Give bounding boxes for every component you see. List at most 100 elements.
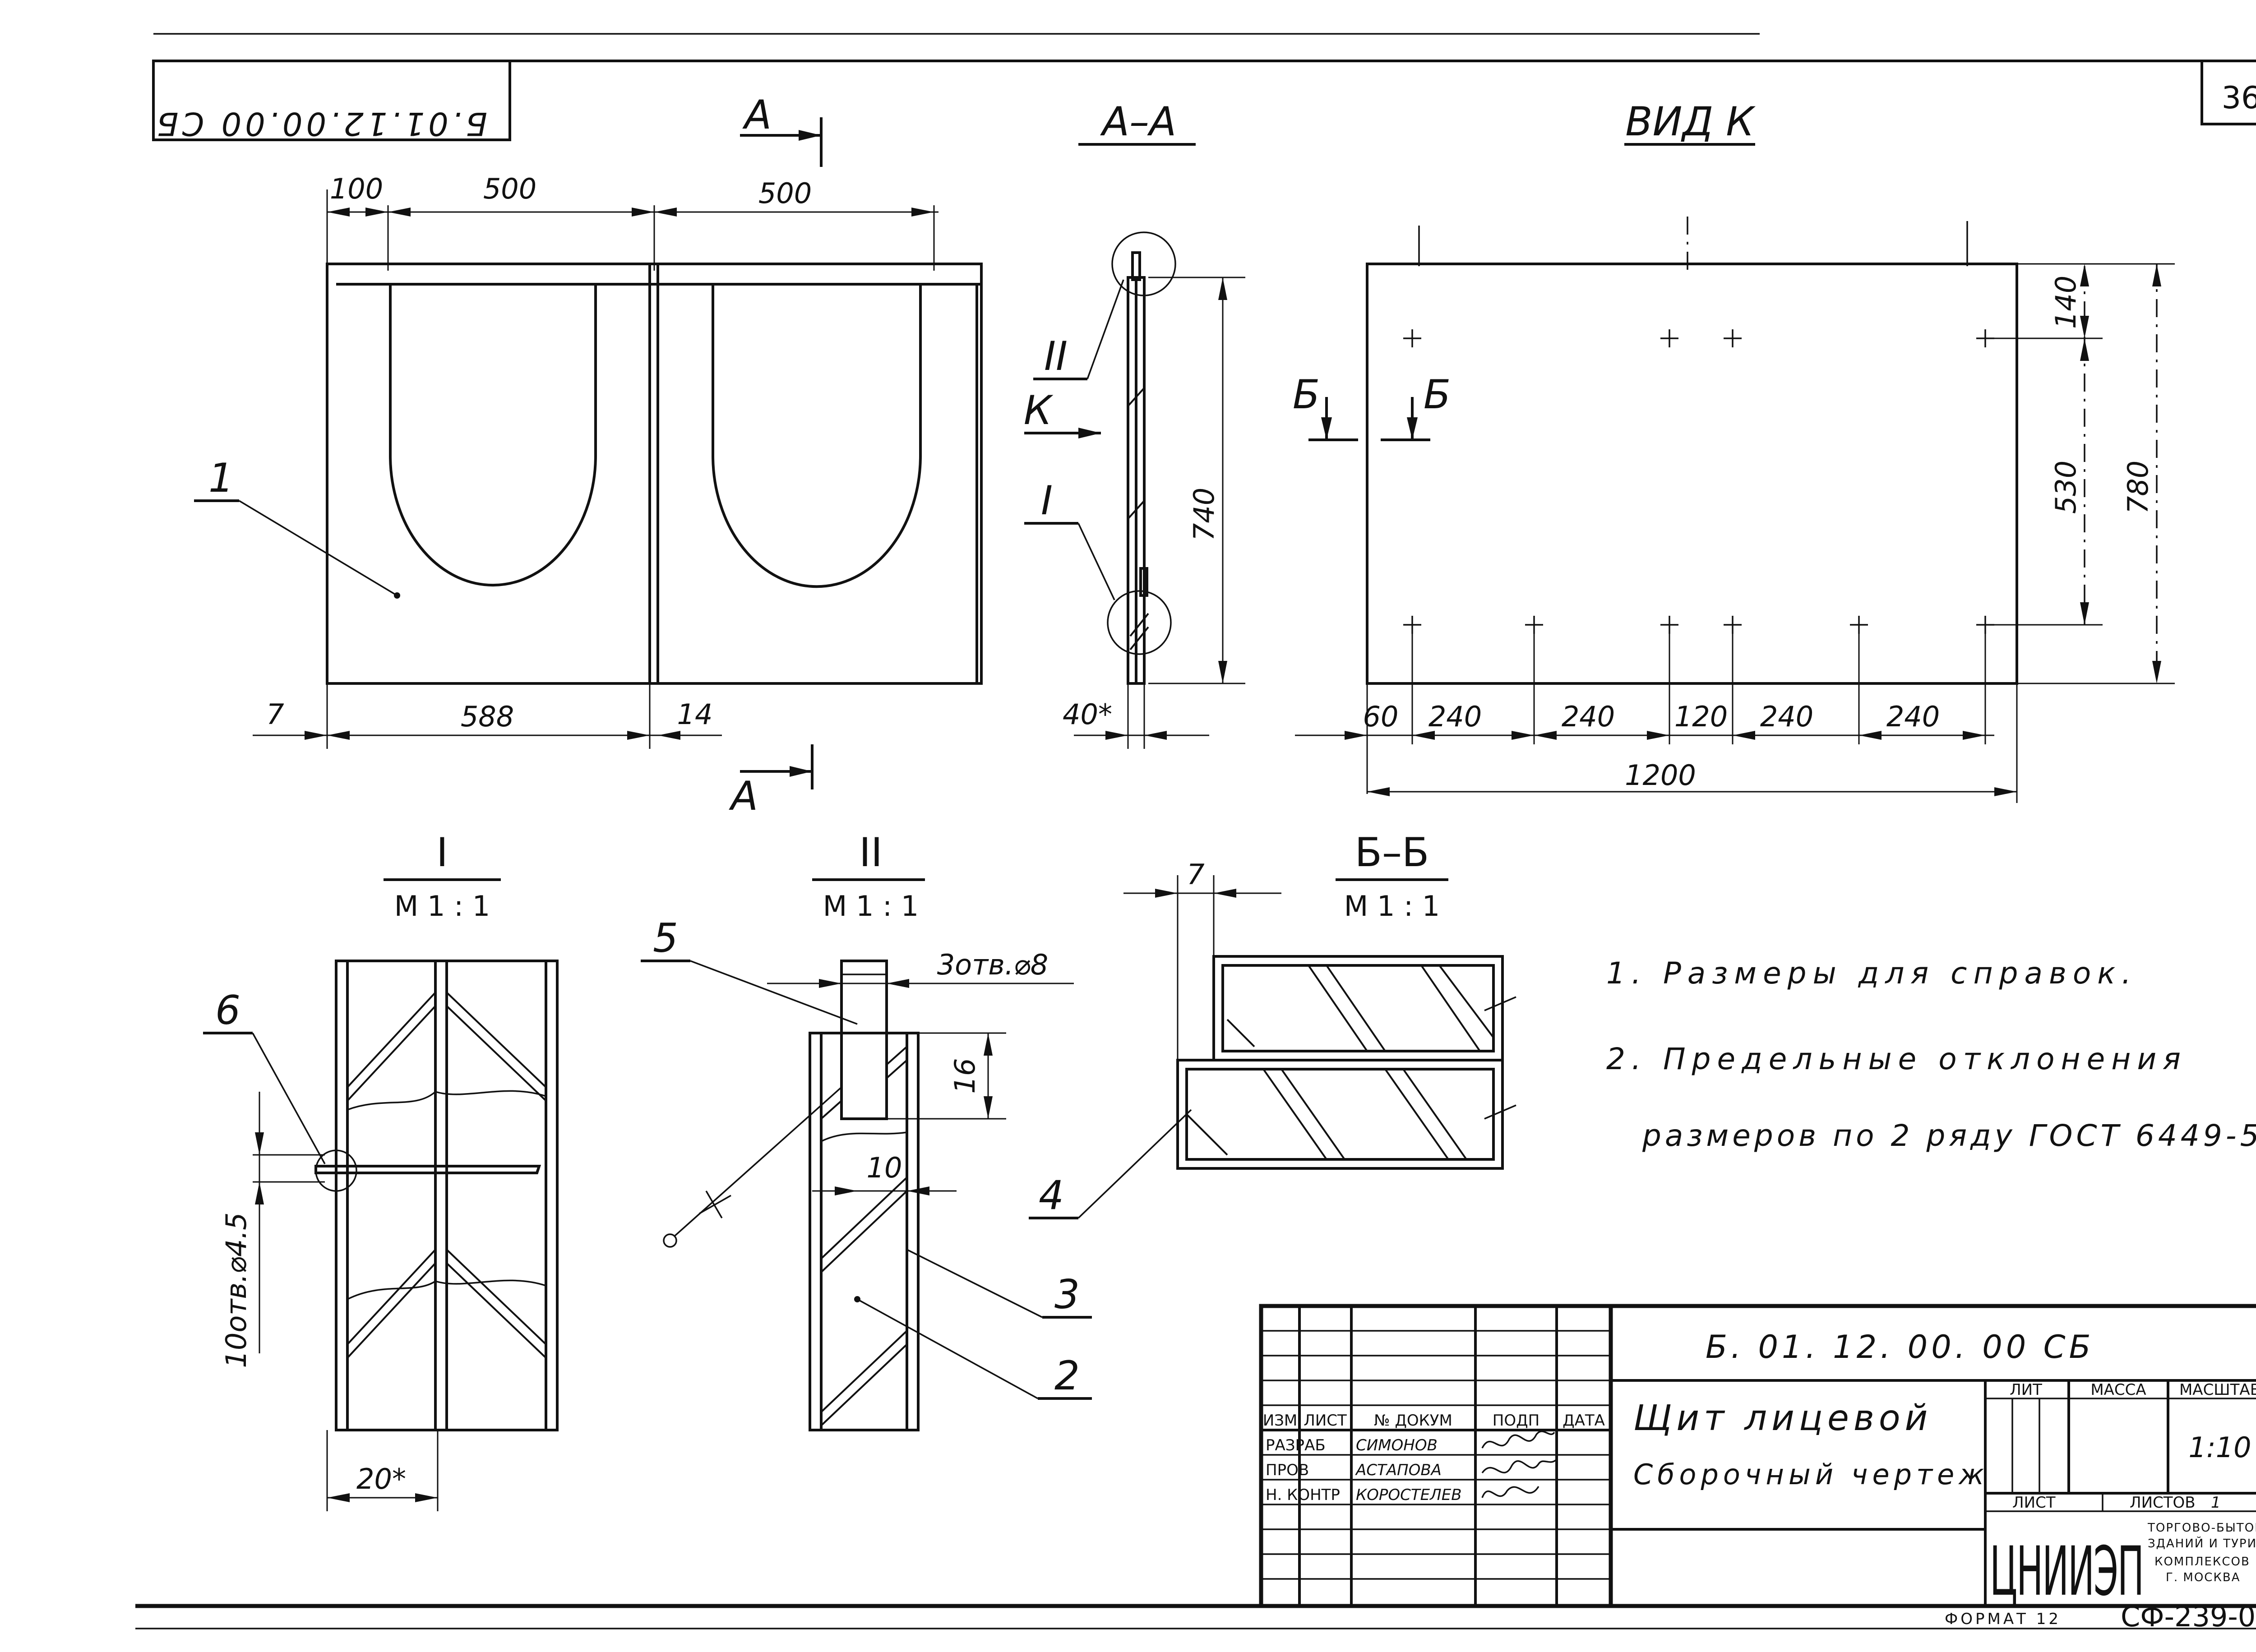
callout-5-label: 5 [653,915,678,961]
tb-col-izm: ИЗМ [1263,1412,1298,1430]
detail-i-title: I [436,829,448,876]
tb-org-line1: ТОРГОВО-БЫТОВЫХ [2147,1521,2256,1535]
tb-name-prov: АСТАПОВА [1355,1461,1442,1479]
section-bb-title: Б–Б [1355,829,1429,876]
view-k-holes [1403,329,1994,634]
tb-title-line1: Щит лицевой [1633,1398,1932,1439]
note-2-cont: размеров по 2 ряду ГОСТ 6449-53. [1642,1118,2256,1153]
dim-240-c: 240 [1760,700,1813,733]
tb-scale-value: 1:10 [2188,1431,2251,1464]
dim-7-bb: 7 [1187,858,1204,891]
rotated-code: Б.01.12.00.00 СБ [153,105,487,142]
mark-i: I [1041,477,1053,524]
signature-razrab [1481,1431,1555,1449]
cut-a-bottom-label: А [729,773,758,819]
tb-role-razrab: РАЗРАБ [1266,1436,1326,1454]
detail-ii-title: II [859,829,883,876]
sheet-number: 36 [2222,80,2256,116]
dim-500-right: 500 [758,177,812,210]
format-label: ФОРМАТ 12 [1945,1610,2061,1628]
dim-240-d: 240 [1886,700,1940,733]
dim-7-front: 7 [266,698,284,731]
dim-40-star: 40* [1063,698,1112,731]
detail-ii-scale: М 1 : 1 [823,890,919,923]
tb-org-logo: ЦНИИЭП [1990,1532,2143,1611]
callout-3-label: 3 [1054,1271,1080,1318]
tb-hdr-lit: ЛИТ [2010,1381,2042,1399]
section-bb-scale: М 1 : 1 [1344,890,1440,923]
dim-240-b: 240 [1562,700,1615,733]
front-view [326,263,983,685]
tb-org-line4: Г. МОСКВА [2166,1571,2241,1584]
view-k: ВИД К Б [1293,98,2018,803]
tb-name-nkontr: КОРОСТЕЛЕВ [1356,1486,1462,1504]
dim-14: 14 [677,698,713,731]
tb-hdr-sheet: ЛИСТ [2012,1494,2056,1512]
dim-20-star: 20* [356,1463,406,1495]
title-block: ИЗМ ЛИСТ № ДОКУМ ПОДП ДАТА РАЗРАБ ПРОВ Н… [1259,1304,2256,1611]
detail-i-scale: М 1 : 1 [394,890,490,923]
signature-nkontr [1481,1486,1539,1498]
callout-4-label: 4 [1039,1172,1064,1218]
section-aa-title: А–А [1100,98,1176,145]
dim-500-left: 500 [483,172,536,205]
cut-b-right-label: Б [1424,371,1451,418]
dim-140: 140 [2049,276,2082,329]
notes-block: 1. Размеры для справок. 2. Предельные от… [1606,956,2256,1153]
note-2: 2. Предельные отклонения [1606,1042,2187,1076]
tb-role-prov: ПРОВ [1266,1461,1309,1479]
rotated-code-box: Б.01.12.00.00 СБ [152,60,511,142]
cut-line-a: А А [729,92,823,819]
tb-col-doc: № ДОКУМ [1374,1412,1452,1430]
dim-holes-8: 3отв.⌀8 [937,948,1049,981]
note-1: 1. Размеры для справок. [1606,956,2137,991]
tb-hdr-mass: МАССА [2090,1381,2146,1399]
dim-16: 16 [948,1058,981,1094]
dim-60: 60 [1363,700,1399,733]
tb-name-razrab: СИМОНОВ [1356,1436,1438,1454]
dim-100: 100 [330,172,383,205]
callout-1-label: 1 [208,455,234,501]
signature-prov [1481,1458,1558,1474]
tb-role-nkontr: Н. КОНТР [1266,1486,1340,1504]
tb-title-line2: Сборочный чертеж [1633,1458,1988,1491]
dim-780: 780 [2122,461,2154,514]
cut-b-left-label: Б [1293,371,1320,418]
front-view-dimensions: 100 500 500 7 588 14 [253,172,938,749]
tb-org-line2: ЗДАНИЙ И ТУРИСТСКИХ [2148,1536,2256,1550]
tb-col-list: ЛИСТ [1304,1412,1347,1430]
tb-code: Б. 01. 12. 00. 00 СБ [1706,1329,2094,1366]
view-k-bottom-dimensions: 60 240 240 120 240 240 1200 [1295,700,2017,796]
cut-a-top-label: А [742,92,772,138]
section-b-b: Б–Б М 1 : 1 7 4 [1029,829,1516,1219]
detail-i: I М 1 : 1 10отв.⌀4.5 20* [203,829,559,1511]
view-k-right-dimensions: 140 530 780 [1994,263,2175,684]
mark-ii: II [1044,333,1068,379]
tb-hdr-scale: МАСШТАБ [2179,1381,2256,1399]
section-a-a: А–А К II I 740 40* [1024,98,1245,749]
tb-col-sign: ПОДП [1493,1412,1539,1430]
sheet-footer: ФОРМАТ 12 СФ-239-05 [1945,1600,2256,1633]
dim-588: 588 [461,700,514,733]
callout-2-label: 2 [1054,1352,1080,1399]
dim-holes-4-5: 10отв.⌀4.5 [220,1212,253,1368]
dim-10: 10 [867,1151,902,1184]
detail-ii: II М 1 : 1 3отв.⌀8 16 10 [641,829,1092,1431]
dim-120: 120 [1674,700,1728,733]
tb-col-date: ДАТА [1563,1412,1605,1430]
tb-hdr-sheets: ЛИСТОВ [2130,1494,2196,1512]
callout-6-label: 6 [215,987,240,1034]
sheet-frame [135,33,2256,1629]
dim-740: 740 [1188,488,1220,541]
dim-530: 530 [2049,461,2082,514]
dim-1200: 1200 [1625,759,1696,792]
tb-sheets-value: 1 [2211,1494,2221,1512]
view-arrow-k-label: К [1024,387,1054,434]
footer-code: СФ-239-05 [2121,1600,2256,1633]
sheet-number-box: 36 [2201,60,2256,125]
dim-240-a: 240 [1428,700,1482,733]
view-k-title: ВИД К [1625,98,1756,145]
tb-org-line3: КОМПЛЕКСОВ [2154,1555,2250,1569]
callout-part-1: 1 [194,455,398,596]
